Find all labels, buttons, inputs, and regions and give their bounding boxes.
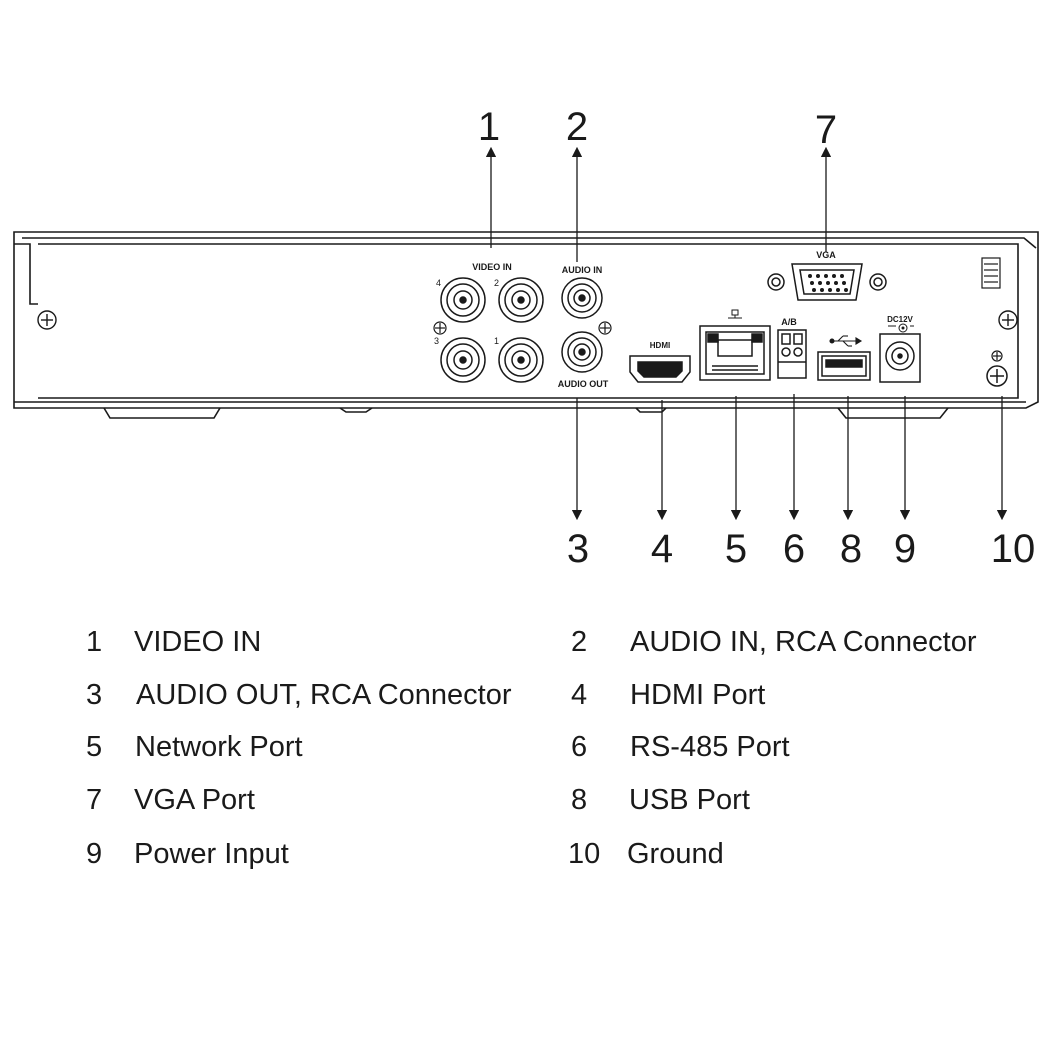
callout-6: 6	[783, 527, 805, 571]
hdmi-label: HDMI	[650, 341, 670, 350]
bnc-4-label: 4	[436, 278, 441, 288]
bnc-3-label: 3	[434, 336, 439, 346]
audio-in-rca	[561, 277, 603, 319]
legend-label: Ground	[627, 838, 724, 870]
rear-panel-diagram: VIDEO IN 4 2 3 1 AUDIO IN AUDIO OUT HDMI	[13, 105, 1039, 571]
usb-icon	[829, 335, 863, 347]
bnc-2-label: 2	[494, 278, 499, 288]
legend-label: AUDIO OUT, RCA Connector	[136, 679, 512, 711]
ground-screw	[986, 365, 1008, 387]
legend-label: RS-485 Port	[630, 731, 790, 763]
callout-7: 7	[815, 108, 837, 152]
legend-label: HDMI Port	[630, 679, 766, 711]
video-in-bnc-1	[498, 337, 544, 383]
callout-4: 4	[651, 527, 673, 571]
polarity-icon	[888, 323, 914, 333]
callout-2: 2	[566, 105, 588, 149]
ab-label: A/B	[781, 317, 797, 327]
callout-5: 5	[725, 527, 747, 571]
legend-number: 2	[571, 626, 588, 658]
legend-number: 3	[86, 679, 103, 711]
video-in-bnc-2	[498, 277, 544, 323]
hdmi-port	[629, 355, 691, 383]
audio-out-rca	[561, 331, 603, 373]
audio-out-label: AUDIO OUT	[558, 379, 609, 389]
ground-icon	[991, 350, 1003, 362]
network-icon	[728, 309, 742, 319]
ground-symbol-audio	[598, 321, 612, 335]
dc12v-label: DC12V	[887, 315, 913, 324]
legend-label: AUDIO IN, RCA Connector	[630, 626, 977, 658]
legend-number: 7	[86, 784, 103, 816]
legend-label: VGA Port	[134, 784, 255, 816]
callout-1: 1	[478, 105, 500, 149]
chassis	[13, 231, 1039, 419]
legend-number: 6	[571, 731, 588, 763]
rs485-terminal	[777, 329, 807, 379]
legend-number: 10	[568, 838, 601, 870]
legend-number: 1	[86, 626, 103, 658]
legend-number: 8	[571, 784, 588, 816]
ground-symbol-video	[433, 321, 447, 335]
legend-label: Network Port	[135, 731, 303, 763]
legend-label: Power Input	[134, 838, 289, 870]
video-in-bnc-3	[440, 337, 486, 383]
legend-number: 4	[571, 679, 588, 711]
power-input-jack	[879, 333, 921, 383]
video-in-label: VIDEO IN	[472, 262, 512, 272]
vga-port	[767, 263, 887, 301]
mount-screw-left	[37, 310, 57, 330]
audio-in-label: AUDIO IN	[562, 265, 603, 275]
callout-8: 8	[840, 527, 862, 571]
vent-slots	[981, 257, 1001, 289]
legend-number: 5	[86, 731, 103, 763]
network-port	[699, 325, 771, 381]
callout-3: 3	[567, 527, 589, 571]
callout-9: 9	[894, 527, 916, 571]
legend-label: VIDEO IN	[134, 626, 262, 658]
mount-screw-right	[998, 310, 1018, 330]
vga-label: VGA	[816, 250, 836, 260]
video-in-bnc-4	[440, 277, 486, 323]
usb-port	[817, 351, 871, 381]
legend-label: USB Port	[629, 784, 750, 816]
bnc-1-label: 1	[494, 336, 499, 346]
legend-number: 9	[86, 838, 103, 870]
callout-10: 10	[991, 527, 1036, 571]
